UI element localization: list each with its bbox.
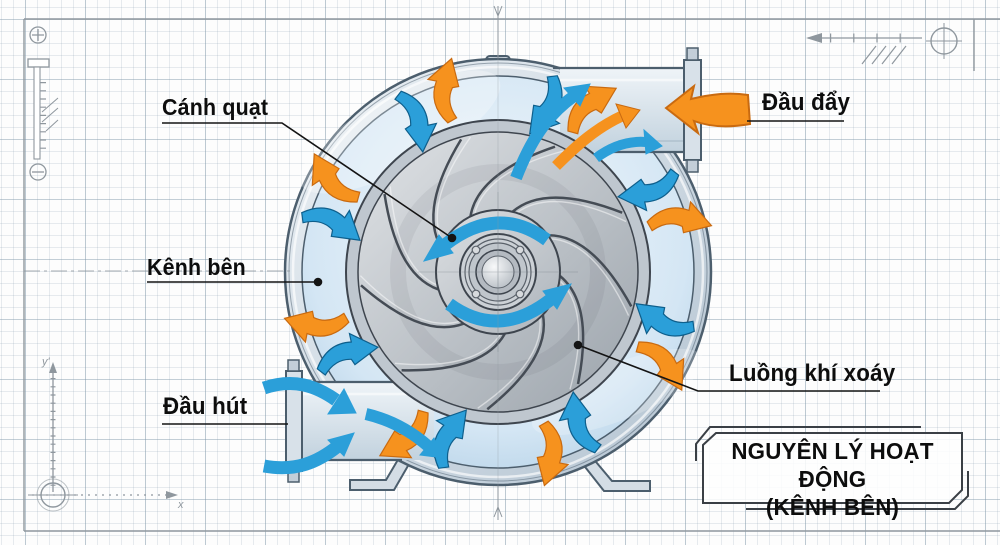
rotation-arrows (422, 216, 573, 328)
origin-circle (40, 482, 66, 508)
rotation-arc-top (442, 216, 551, 250)
pipe-band-blue2-head (643, 128, 663, 155)
hub-bolts (471, 245, 525, 299)
suction-arrow-head (327, 432, 355, 457)
title-line-2: (KÊNH BÊN) (765, 494, 900, 520)
hatch-marks (861, 45, 907, 65)
x-axis-arrow (166, 491, 178, 499)
crosshair-lines (926, 23, 962, 59)
callout-discharge-port: Đầu đẩy (762, 89, 851, 116)
pipe-band-blue-head (563, 83, 591, 107)
flange-bolt-tab (287, 359, 300, 372)
suction-inner-band (364, 408, 432, 451)
callout-suction-port: Đầu hút (163, 393, 248, 420)
discharge-flow-arrows (552, 83, 752, 170)
discharge-band-orange-head (615, 103, 641, 129)
dimension-line (806, 23, 962, 65)
suction-arrow-body (262, 440, 343, 475)
x-axis-label: x (178, 499, 184, 511)
discharge-band-orange (552, 111, 625, 170)
suction-inner-head (419, 437, 445, 459)
origin-circle-outer (36, 478, 70, 512)
y-axis-arrow (49, 362, 57, 373)
hatch-marks (41, 97, 59, 132)
sheet-frame (23, 18, 1000, 532)
title-accent-bottomright (746, 471, 969, 510)
title-accent-topleft (695, 426, 921, 461)
casing-ring (288, 62, 708, 482)
flange-bolt-tab (686, 47, 699, 61)
flange-bolt-tab (686, 159, 699, 173)
shaft-dome (481, 255, 515, 289)
leader-dot (573, 340, 583, 350)
drafting-marks (23, 5, 1000, 532)
discharge-arrow (664, 83, 752, 136)
rotation-head-top (422, 234, 454, 262)
casing-glass-highlight (291, 65, 705, 479)
plus-icon (32, 29, 44, 41)
callout-vortex-flow: Luồng khí xoáy (729, 360, 896, 387)
impeller (345, 119, 651, 425)
leader-vortex (577, 344, 880, 392)
coordinate-axes (28, 362, 178, 512)
y-axis-label: y' (42, 356, 50, 368)
title-block: NGUYÊN LÝ HOẠT ĐỘNG (KÊNH BÊN) (707, 437, 958, 521)
leader-dot (447, 233, 457, 243)
discharge-blue-bands (510, 83, 663, 181)
suction-flow-arrows (261, 377, 445, 475)
leader-lines (147, 120, 880, 425)
centerline-mark (493, 505, 503, 518)
scale-bar (27, 26, 59, 181)
dim-arrowhead (806, 33, 822, 43)
suction-arrow-head (327, 387, 357, 415)
centerlines (24, 5, 503, 520)
callout-side-channel: Kênh bên (147, 254, 246, 280)
pipe-band-blue (510, 91, 578, 181)
leader-impeller (162, 122, 453, 239)
rotation-arc-bottom (445, 294, 554, 328)
hub-ring (464, 238, 532, 306)
leader-dot (313, 277, 323, 287)
title-line-1: NGUYÊN LÝ HOẠT ĐỘNG (731, 438, 934, 492)
disc-shading-ring (390, 164, 606, 380)
rotation-head-bottom (542, 283, 573, 310)
title-block-border (695, 426, 969, 510)
pipe-band-blue2 (593, 136, 647, 163)
callout-impeller: Cánh quạt (162, 94, 269, 120)
suction-arrow-body (261, 377, 340, 406)
